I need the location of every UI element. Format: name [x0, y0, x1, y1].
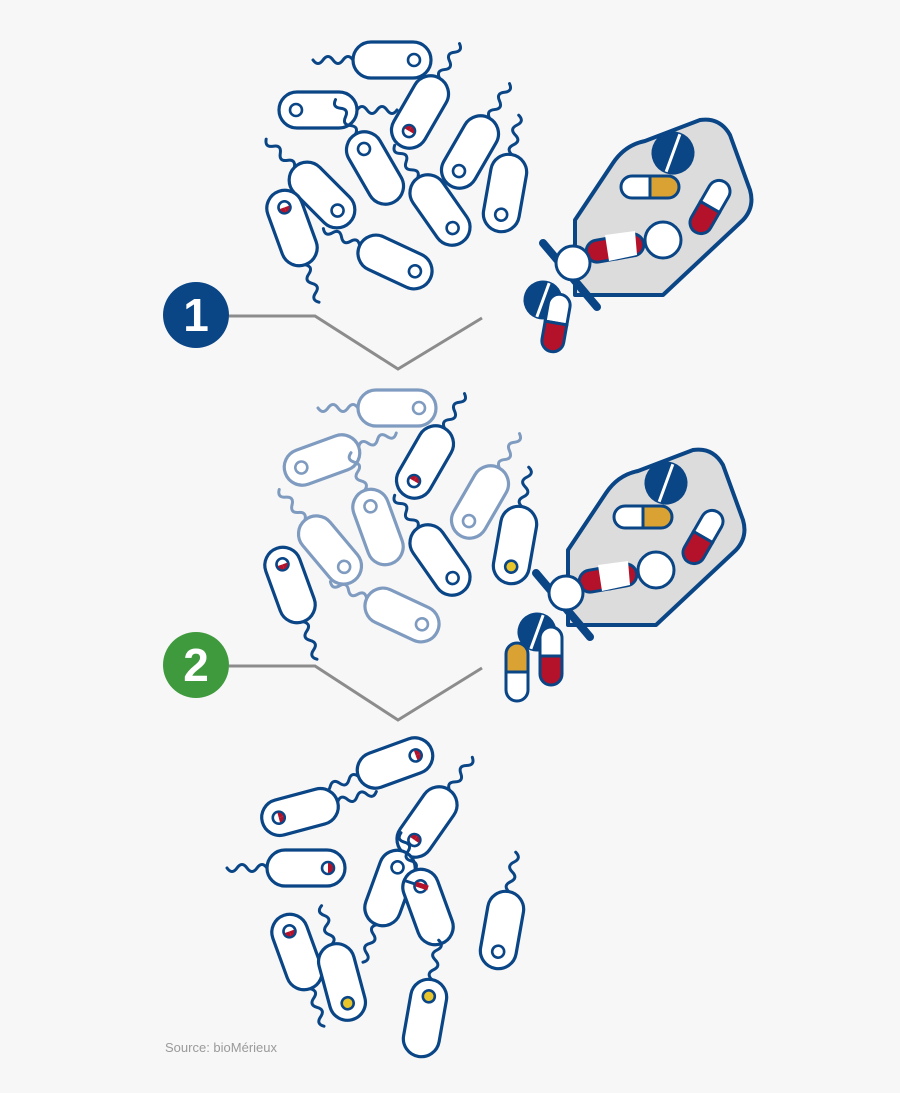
bacterium-icon	[389, 42, 463, 150]
bacterium-icon	[319, 736, 435, 794]
tablet-icon	[643, 220, 683, 260]
bacterium-icon	[347, 451, 405, 567]
bacterium-icon	[392, 493, 472, 597]
plasmid-bridge	[402, 878, 416, 886]
bacterium-icon	[392, 143, 472, 247]
bacterium-icon	[491, 465, 539, 586]
bacterium-icon	[361, 848, 417, 964]
bacterium-icon	[316, 388, 438, 428]
bacterium-icon	[328, 580, 441, 644]
bacterium-icon	[439, 82, 513, 190]
bacterium-icon	[277, 90, 399, 130]
bacteria-layer	[225, 40, 539, 1059]
plasmid-bridge	[415, 881, 429, 891]
bacterium-icon	[264, 137, 357, 230]
bacterium-icon	[478, 850, 526, 971]
capsule-icon	[538, 625, 564, 687]
capsule-icon	[612, 504, 674, 530]
bacterium-icon	[225, 848, 347, 888]
bacterium-icon	[316, 904, 368, 1022]
bacterium-icon	[481, 113, 529, 234]
bacterium-icon	[260, 786, 378, 838]
bacterium-icon	[265, 188, 321, 304]
bacterium-icon	[332, 98, 406, 206]
antibiotic-bottle-icon	[532, 447, 747, 641]
connector-line-icon	[229, 314, 483, 371]
step-1-badge: 1	[163, 282, 229, 348]
tablet-icon	[636, 550, 676, 590]
bacterium-icon	[449, 432, 523, 540]
bottle-layer	[504, 117, 754, 703]
tablet-icon	[651, 131, 695, 175]
capsule-icon	[688, 178, 732, 236]
capsule-icon	[504, 641, 530, 703]
bacterium-icon	[394, 392, 468, 500]
capsule-icon	[540, 292, 572, 354]
source-credit: Source: bioMérieux	[165, 1040, 277, 1055]
connector-layer	[229, 314, 483, 722]
connector-line-icon	[229, 664, 483, 722]
tablet-icon	[554, 244, 592, 282]
capsule-icon	[681, 508, 725, 566]
step-2-badge: 2	[163, 632, 229, 698]
bacterium-icon	[311, 40, 433, 80]
antibiotic-bottle-icon	[539, 117, 754, 311]
bacterium-icon	[263, 545, 319, 661]
capsule-icon	[619, 174, 681, 200]
bacterium-icon	[321, 227, 434, 291]
tablet-icon	[547, 574, 585, 612]
tablet-icon	[644, 461, 688, 505]
bacterium-icon	[282, 431, 398, 487]
bacterium-icon	[401, 938, 449, 1059]
bacterium-icon	[277, 487, 364, 586]
bacterium-icon	[270, 912, 326, 1028]
